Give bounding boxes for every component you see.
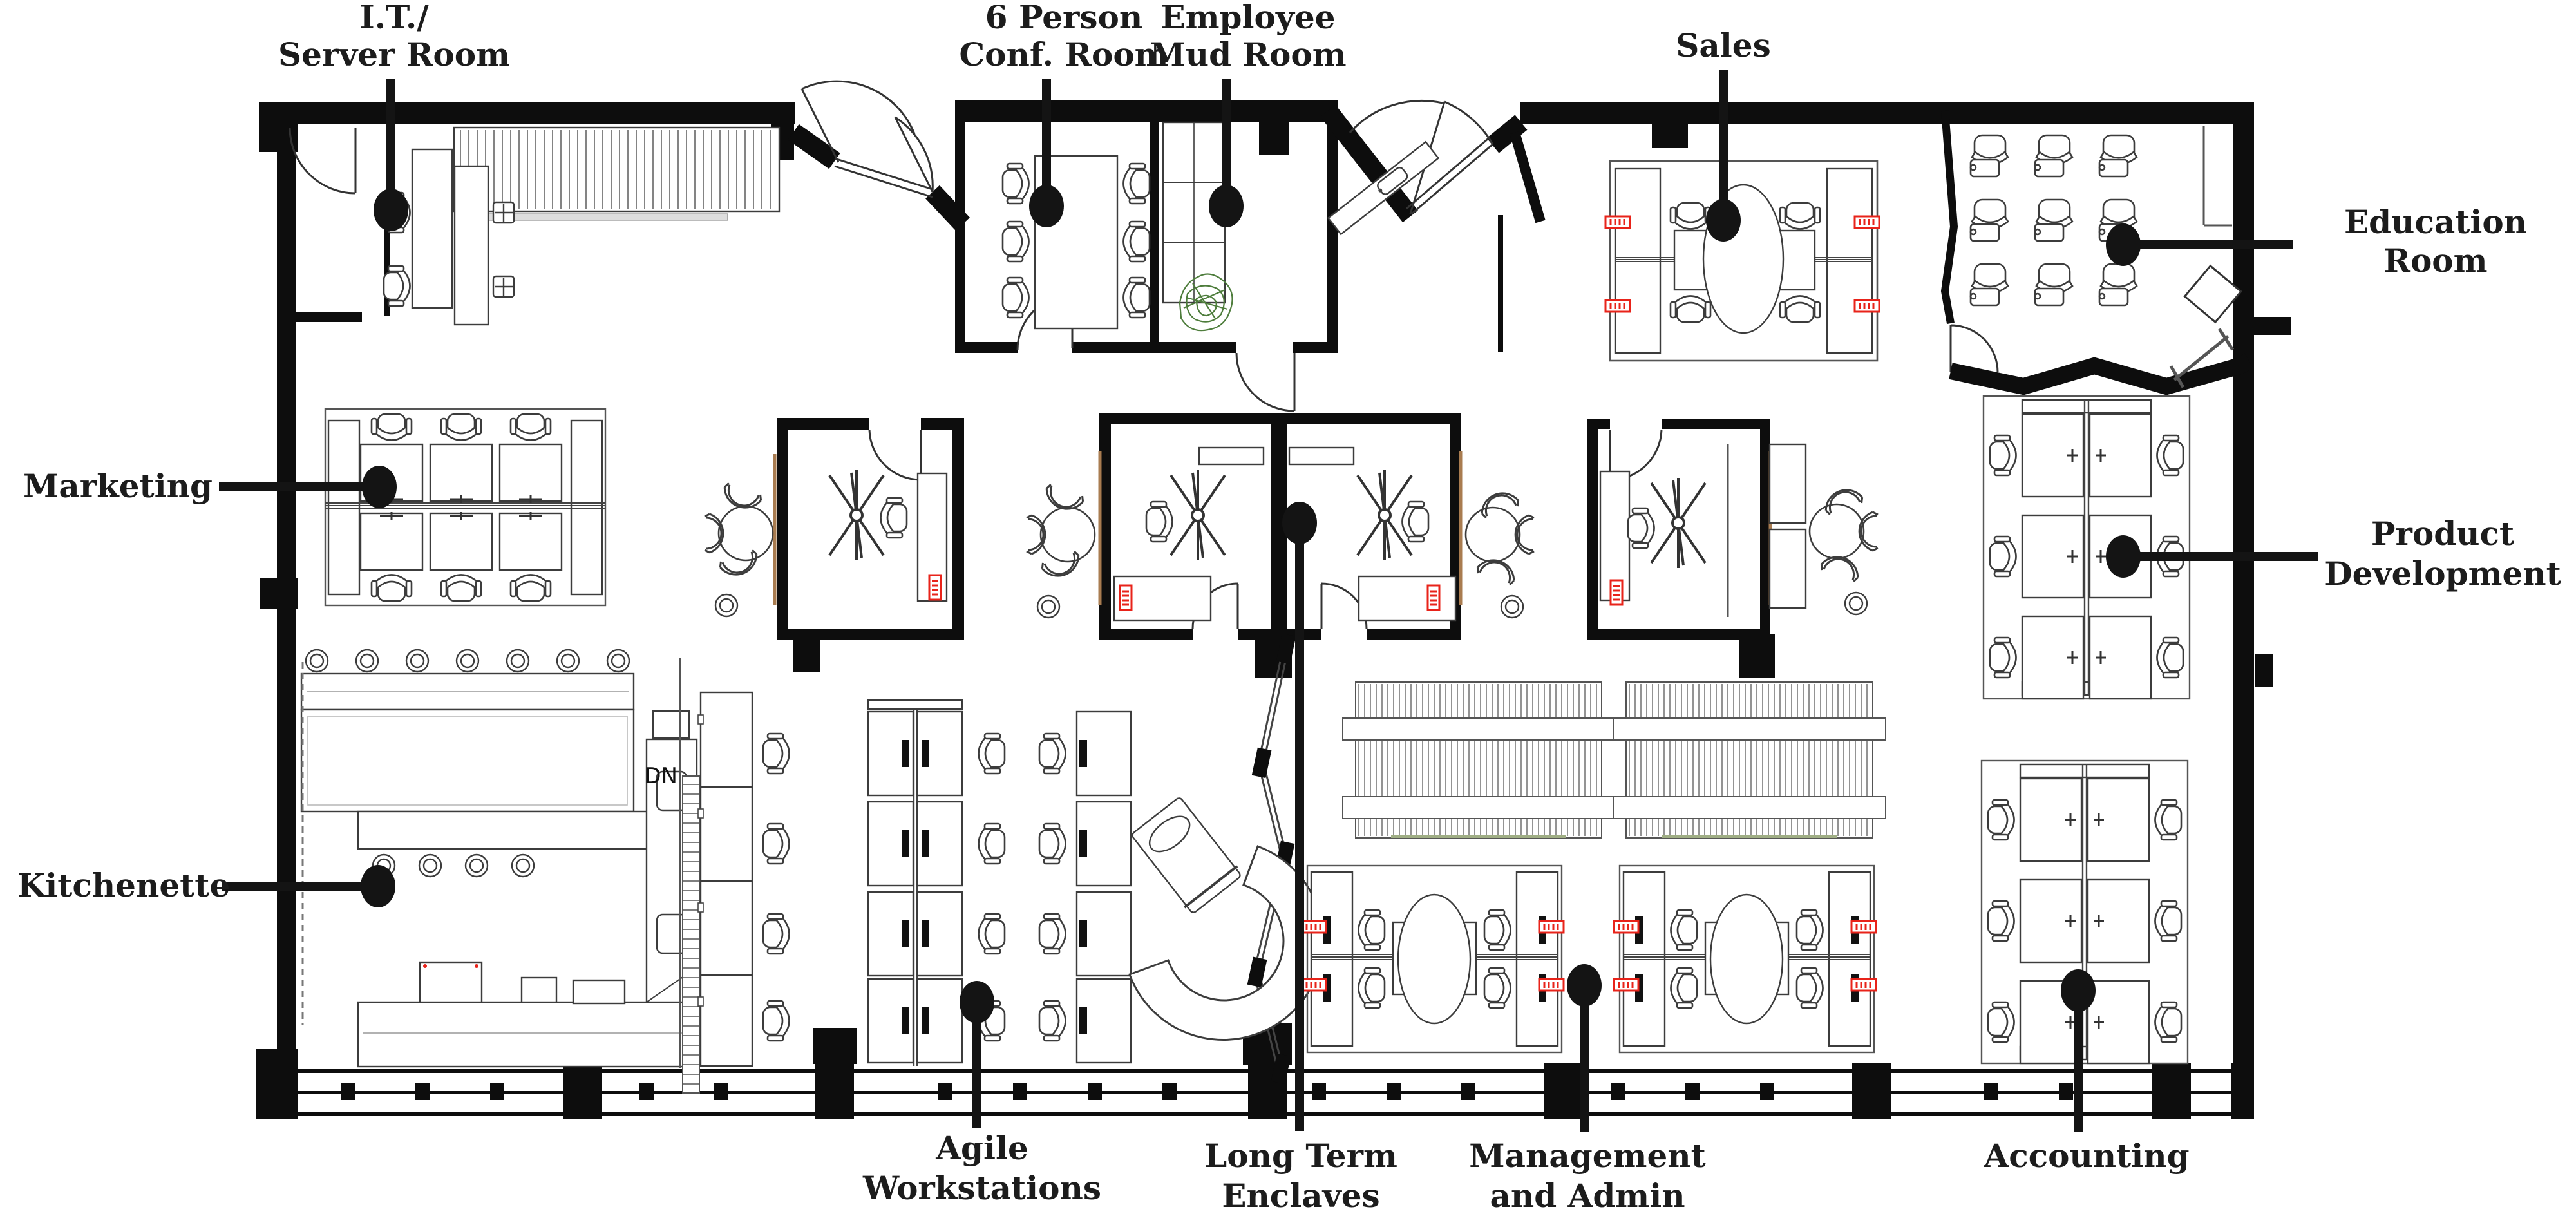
label-product-development-line2: Development — [2324, 555, 2561, 593]
label-mud-room-line1: Employee — [1161, 0, 1336, 36]
leader-dot-long-term-enclaves — [1282, 502, 1317, 544]
callout-marketing: Marketing — [23, 466, 397, 508]
callout-it-server-room: I.T./Server Room — [278, 0, 510, 231]
label-conf-room-line2: Conf. Room — [959, 35, 1168, 73]
leader-dot-kitchenette — [361, 865, 395, 907]
leader-dot-mud-room — [1209, 185, 1244, 227]
leader-dot-management-admin — [1567, 964, 1602, 1007]
label-it-server-room-line2: Server Room — [278, 35, 510, 73]
label-management-admin-line1: Management — [1469, 1137, 1705, 1175]
label-accounting-line1: Accounting — [1983, 1137, 2189, 1175]
label-dn: DN — [644, 763, 677, 789]
leader-dot-sales — [1706, 199, 1741, 242]
leader-dot-agile-workstations — [960, 981, 994, 1023]
furniture-layer — [300, 121, 2242, 1094]
leader-dot-it-server-room — [374, 189, 408, 231]
leader-dot-product-development — [2106, 535, 2141, 578]
label-agile-workstations-line1: Agile — [935, 1129, 1028, 1167]
callout-kitchenette: Kitchenette — [17, 865, 395, 907]
callout-accounting: Accounting — [1983, 969, 2190, 1175]
label-mud-room-line2: Mud Room — [1150, 35, 1346, 73]
leader-dot-conf-room — [1029, 185, 1064, 227]
label-agile-workstations-line2: Workstations — [862, 1169, 1101, 1207]
label-management-admin-line2: and Admin — [1490, 1177, 1685, 1215]
callout-sales: Sales — [1676, 26, 1771, 242]
label-kitchenette-line1: Kitchenette — [17, 866, 230, 904]
label-sales-line1: Sales — [1676, 26, 1770, 64]
label-long-term-enclaves-line1: Long Term — [1204, 1137, 1397, 1175]
label-it-server-room-line1: I.T./ — [359, 0, 429, 36]
leader-dot-marketing — [362, 466, 397, 508]
label-marketing-line1: Marketing — [23, 467, 213, 505]
label-education-room-line2: Room — [2383, 242, 2487, 280]
label-education-room-line1: Education — [2344, 203, 2527, 241]
leader-dot-education-room — [2106, 223, 2141, 266]
label-long-term-enclaves-line2: Enclaves — [1222, 1177, 1379, 1215]
label-conf-room-line1: 6 Person — [985, 0, 1142, 36]
leader-dot-accounting — [2061, 969, 2096, 1012]
label-product-development-line1: Product — [2371, 515, 2514, 553]
